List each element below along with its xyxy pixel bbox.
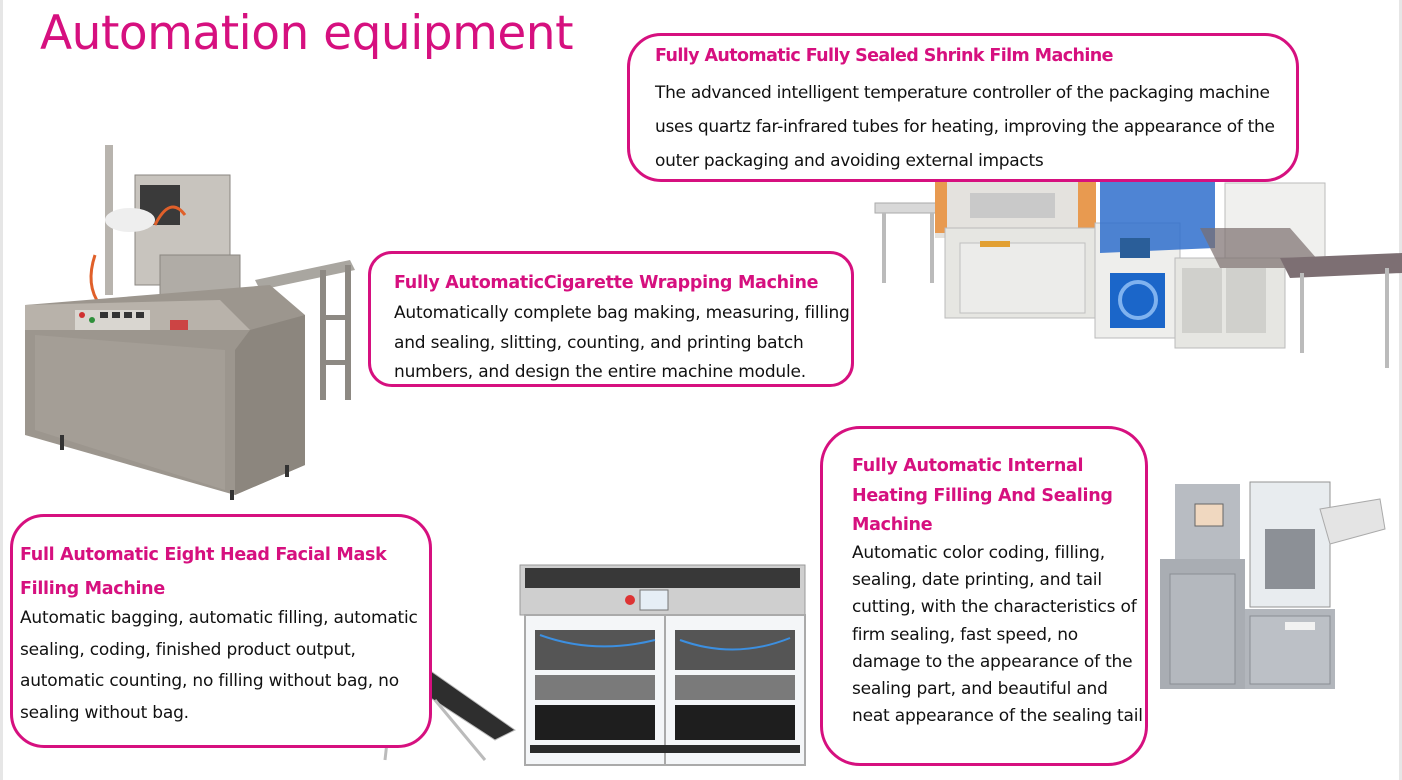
machine-title: Fully Automatic Internal Heating Filling… — [852, 456, 1113, 535]
shrink-film-machine-image — [870, 168, 1402, 380]
machine-description: The advanced intelligent temperature con… — [655, 83, 1275, 171]
page-border-right — [1399, 0, 1402, 780]
machine-title: Fully Automatic Fully Sealed Shrink Film… — [655, 46, 1113, 66]
page-border-left — [0, 0, 3, 780]
page-title: Automation equipment — [40, 6, 574, 61]
tube-filling-sealing-machine-image — [1155, 474, 1395, 699]
machine-card-shrink-film: Fully Automatic Fully Sealed Shrink Film… — [627, 33, 1299, 182]
cigarette-wrapping-machine-image — [20, 145, 365, 500]
machine-title: Fully AutomaticCigarette Wrapping Machin… — [394, 273, 819, 293]
machine-card-cigarette-wrapping: Fully AutomaticCigarette Wrapping Machin… — [368, 251, 854, 387]
machine-description: Automatically complete bag making, measu… — [394, 303, 850, 382]
machine-description: Automatic color coding, filling, sealing… — [852, 543, 1143, 727]
machine-description: Automatic bagging, automatic filling, au… — [20, 608, 418, 723]
machine-card-facial-mask-filling: Full Automatic Eight Head Facial Mask Fi… — [10, 514, 432, 748]
machine-title: Full Automatic Eight Head Facial Mask Fi… — [20, 545, 387, 599]
machine-card-internal-heating-filling-sealing: Fully Automatic Internal Heating Filling… — [820, 426, 1148, 766]
facial-mask-filling-machine-image — [375, 560, 815, 780]
